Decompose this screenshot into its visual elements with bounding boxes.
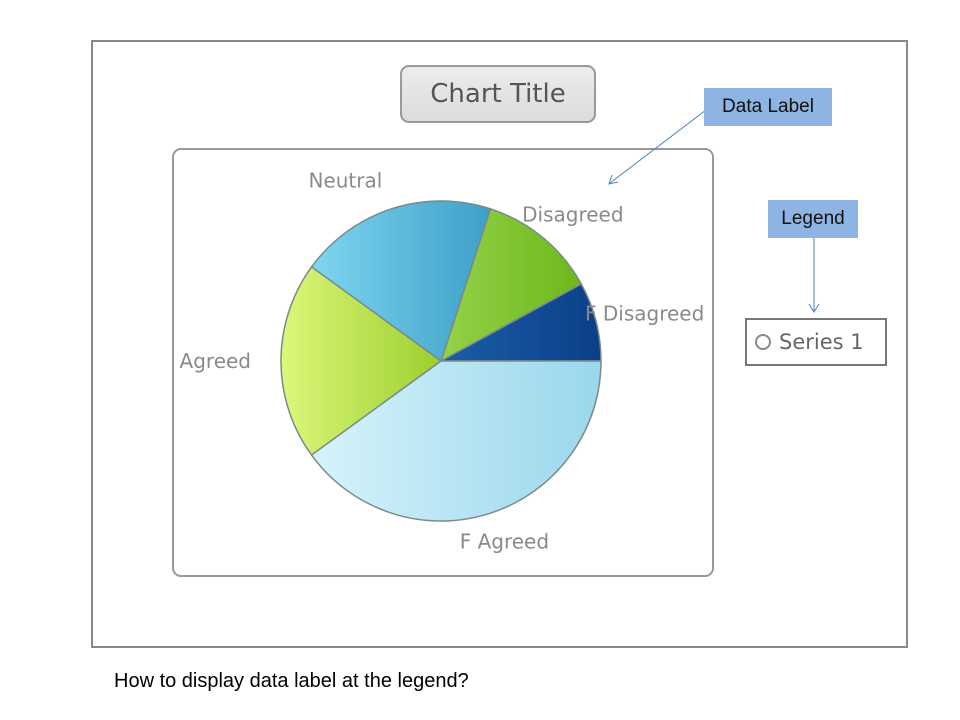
legend-callout: Legend bbox=[768, 200, 858, 238]
legend-entry: Series 1 bbox=[779, 330, 864, 354]
data-label-arrow bbox=[609, 109, 707, 184]
data-label-arrowhead bbox=[608, 174, 619, 185]
data-label: Agreed bbox=[180, 349, 251, 373]
data-label: Disagreed bbox=[522, 203, 623, 227]
data-label: F Agreed bbox=[460, 530, 549, 554]
legend-marker-icon bbox=[755, 334, 771, 350]
chart-frame bbox=[91, 40, 908, 648]
chart-title: Chart Title bbox=[400, 65, 596, 123]
data-label-callout: Data Label bbox=[704, 88, 832, 126]
pie-slice-f-agreed bbox=[310, 360, 602, 522]
data-label: F Disagreed bbox=[585, 302, 704, 326]
plot-area bbox=[172, 148, 714, 577]
question-text: How to display data label at the legend? bbox=[114, 670, 469, 692]
legend: Series 1 bbox=[745, 318, 887, 366]
legend-arrowhead bbox=[808, 303, 820, 313]
pie-slice-disagreed bbox=[439, 207, 583, 363]
pie-slice-agreed bbox=[280, 265, 443, 457]
pie-slice-neutral bbox=[310, 200, 492, 363]
data-label: Neutral bbox=[308, 168, 382, 192]
